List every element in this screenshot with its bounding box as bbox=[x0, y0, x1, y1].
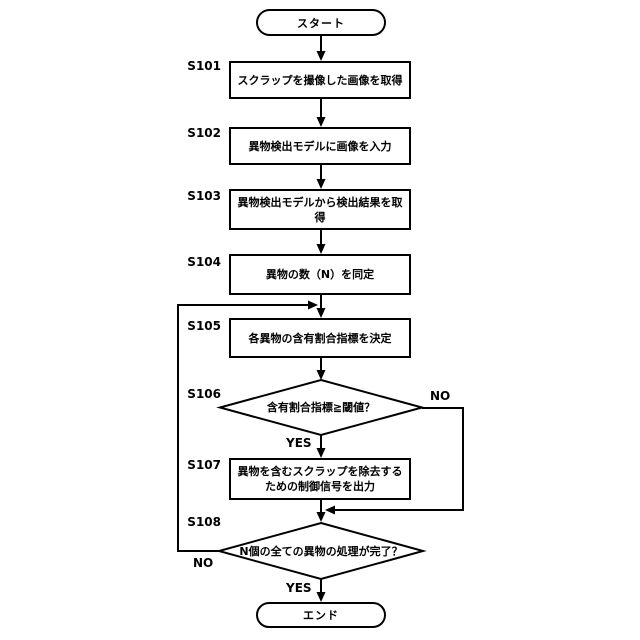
process-box-s104: 異物の数（N）を同定 bbox=[229, 254, 411, 295]
process-text-s103: 異物検出モデルから検出結果を取得 bbox=[237, 195, 403, 224]
process-text-s107: 異物を含むスクラップを除去するための制御信号を出力 bbox=[237, 465, 403, 493]
decision-text-s106: 含有割合指標≧閾値？ bbox=[266, 401, 376, 414]
step-label-s104: S104 bbox=[187, 255, 221, 269]
step-label-s108: S108 bbox=[187, 515, 221, 529]
start-node-label: スタート bbox=[297, 16, 345, 30]
end-node-label: エンド bbox=[303, 609, 339, 622]
yes-label-s106: YES bbox=[286, 436, 312, 450]
no-label-s108: NO bbox=[193, 556, 214, 570]
decision-diamond-s108 bbox=[215, 521, 427, 581]
step-label-s106: S106 bbox=[187, 387, 221, 401]
step-label-s105: S105 bbox=[187, 319, 221, 333]
decision-diamond-s106 bbox=[216, 378, 426, 437]
step-label-s107: S107 bbox=[187, 458, 221, 472]
decision-text-s108: N個の全ての異物の処理が完了？ bbox=[239, 545, 403, 558]
process-text-s105: 各異物の含有割合指標を決定 bbox=[248, 331, 392, 345]
process-box-s105: 各異物の含有割合指標を決定 bbox=[229, 318, 411, 358]
process-box-s101: スクラップを撮像した画像を取得 bbox=[229, 61, 411, 99]
start-node: スタート bbox=[256, 9, 386, 36]
process-text-s104: 異物の数（N）を同定 bbox=[265, 268, 375, 281]
process-text-s102: 異物検出モデルに画像を入力 bbox=[248, 139, 392, 153]
process-box-s103: 異物検出モデルから検出結果を取得 bbox=[229, 189, 411, 230]
step-label-s101: S101 bbox=[187, 59, 221, 73]
process-box-s107: 異物を含むスクラップを除去するための制御信号を出力 bbox=[229, 458, 411, 500]
yes-label-s108: YES bbox=[286, 581, 312, 595]
process-text-s101: スクラップを撮像した画像を取得 bbox=[237, 73, 403, 87]
process-box-s102: 異物検出モデルに画像を入力 bbox=[229, 127, 411, 165]
no-label-s106: NO bbox=[430, 389, 451, 403]
step-label-s103: S103 bbox=[187, 189, 221, 203]
end-node: エンド bbox=[256, 602, 386, 628]
step-label-s102: S102 bbox=[187, 126, 221, 140]
